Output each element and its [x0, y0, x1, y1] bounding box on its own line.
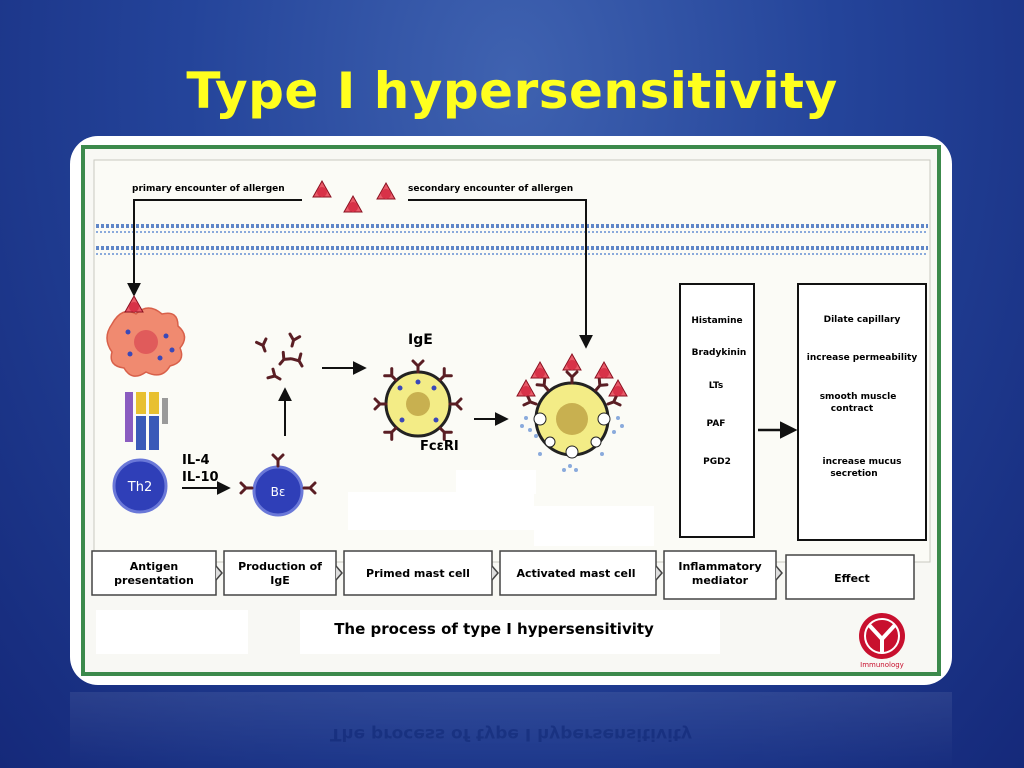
stage-chevron-icon [655, 565, 663, 581]
blank-label [456, 470, 536, 494]
stage-chevron-icon [491, 565, 499, 581]
caption-panel [96, 610, 248, 654]
mhc-tcr-complex [125, 392, 168, 450]
th2-cell [112, 458, 168, 514]
primed-mast-cell [384, 370, 452, 438]
effect-list: Dilate capillary increase permeability s… [807, 315, 918, 479]
stage-chevron-icon [775, 565, 783, 581]
stage-label: Antigen [130, 560, 179, 573]
stage-bar: Antigen presentation Production of IgE P… [91, 550, 915, 600]
fcer1-label: FcεRI [420, 439, 459, 454]
mediator-item: LTs [709, 381, 724, 391]
stage-label: Activated mast cell [516, 567, 635, 580]
figure-caption: The process of type I hypersensitivity [334, 620, 654, 638]
effects-box [797, 283, 927, 541]
stage-box [223, 550, 337, 596]
effect-item-cont: secretion [830, 469, 877, 479]
granule-release [520, 416, 624, 472]
stage-chevron-icon [215, 565, 223, 581]
primary-encounter-label: primary encounter of allergen [132, 184, 285, 194]
stage-label: mediator [692, 574, 749, 587]
stage-box [499, 550, 657, 596]
mediator-item: PAF [707, 419, 726, 429]
secondary-encounter-arrow [408, 199, 593, 349]
stage-box [343, 550, 493, 596]
mediator-item: PGD2 [703, 457, 731, 467]
slide-reflection: The process of type I hypersensitivity [70, 692, 952, 768]
b-cell-label: Bε [271, 485, 286, 499]
stage-label: presentation [114, 574, 194, 587]
stage-chevron-icon [335, 565, 343, 581]
figure-card: primary encounter of allergen secondary … [70, 136, 952, 685]
stage-label: IgE [270, 574, 289, 587]
mediator-item: Histamine [691, 316, 742, 326]
hypersensitivity-diagram: primary encounter of allergen secondary … [81, 145, 941, 676]
caption-panel [300, 610, 720, 654]
immunology-logo: Immunology [859, 613, 905, 669]
secondary-encounter-label: secondary encounter of allergen [408, 184, 573, 194]
stage-label: Inflammatory [678, 560, 761, 573]
reflection-caption: The process of type I hypersensitivity [329, 724, 693, 744]
primary-encounter-arrow [127, 199, 302, 297]
mediators-box [679, 283, 755, 538]
effect-item: increase mucus [823, 457, 902, 467]
antigen-presenting-cell [106, 307, 186, 377]
blank-label [534, 506, 654, 546]
stage-label: Production of [238, 560, 322, 573]
il4-label: IL-4 [182, 453, 210, 468]
membrane-band [96, 224, 928, 255]
il10-label: IL-10 [182, 470, 219, 485]
th2-label: Th2 [127, 480, 152, 495]
effect-item: increase permeability [807, 353, 918, 363]
effect-item-cont: contract [831, 404, 874, 414]
effect-item: smooth muscle [820, 392, 897, 402]
activated-mast-cell [533, 381, 611, 459]
stage-box [91, 550, 217, 596]
effect-item: Dilate capillary [824, 315, 901, 325]
ige-label: IgE [408, 332, 433, 348]
mediator-list: Histamine Bradykinin LTs PAF PGD2 [691, 316, 746, 467]
logo-text: Immunology [860, 661, 904, 669]
stage-label: Primed mast cell [366, 567, 470, 580]
mediator-item: Bradykinin [692, 348, 747, 358]
slide-title: Type I hypersensitivity [186, 62, 838, 120]
blank-label [348, 492, 534, 530]
stage-label: Effect [834, 572, 870, 585]
stage-box [785, 554, 915, 600]
